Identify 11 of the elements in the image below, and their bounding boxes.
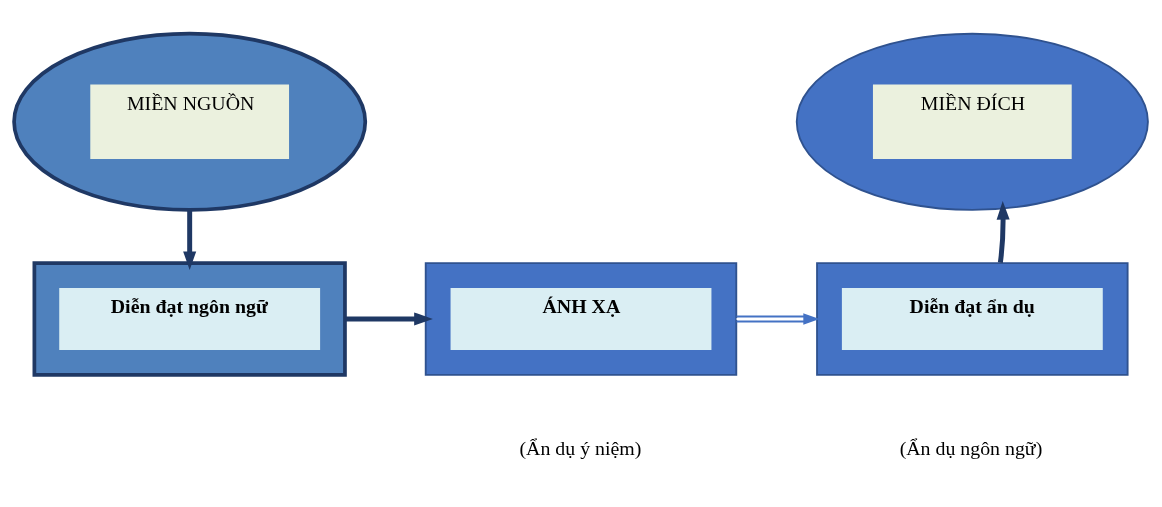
node-ellipse: MIỀN ĐÍCH bbox=[795, 32, 1149, 211]
arrow bbox=[735, 313, 820, 325]
node-box: ÁNH XẠ bbox=[424, 262, 738, 376]
node-label: (Ẩn dụ ý niệm) bbox=[519, 437, 642, 460]
node-label: (Ẩn dụ ngôn ngữ) bbox=[899, 437, 1043, 460]
arrow bbox=[996, 200, 1010, 263]
node-box: Diễn đạt ngôn ngữ bbox=[32, 261, 347, 377]
node-box: Diễn đạt ẩn dụ bbox=[816, 262, 1129, 376]
arrow bbox=[183, 210, 197, 271]
arrow bbox=[345, 312, 433, 326]
node-ellipse: MIỀN NGUỒN bbox=[12, 31, 368, 212]
